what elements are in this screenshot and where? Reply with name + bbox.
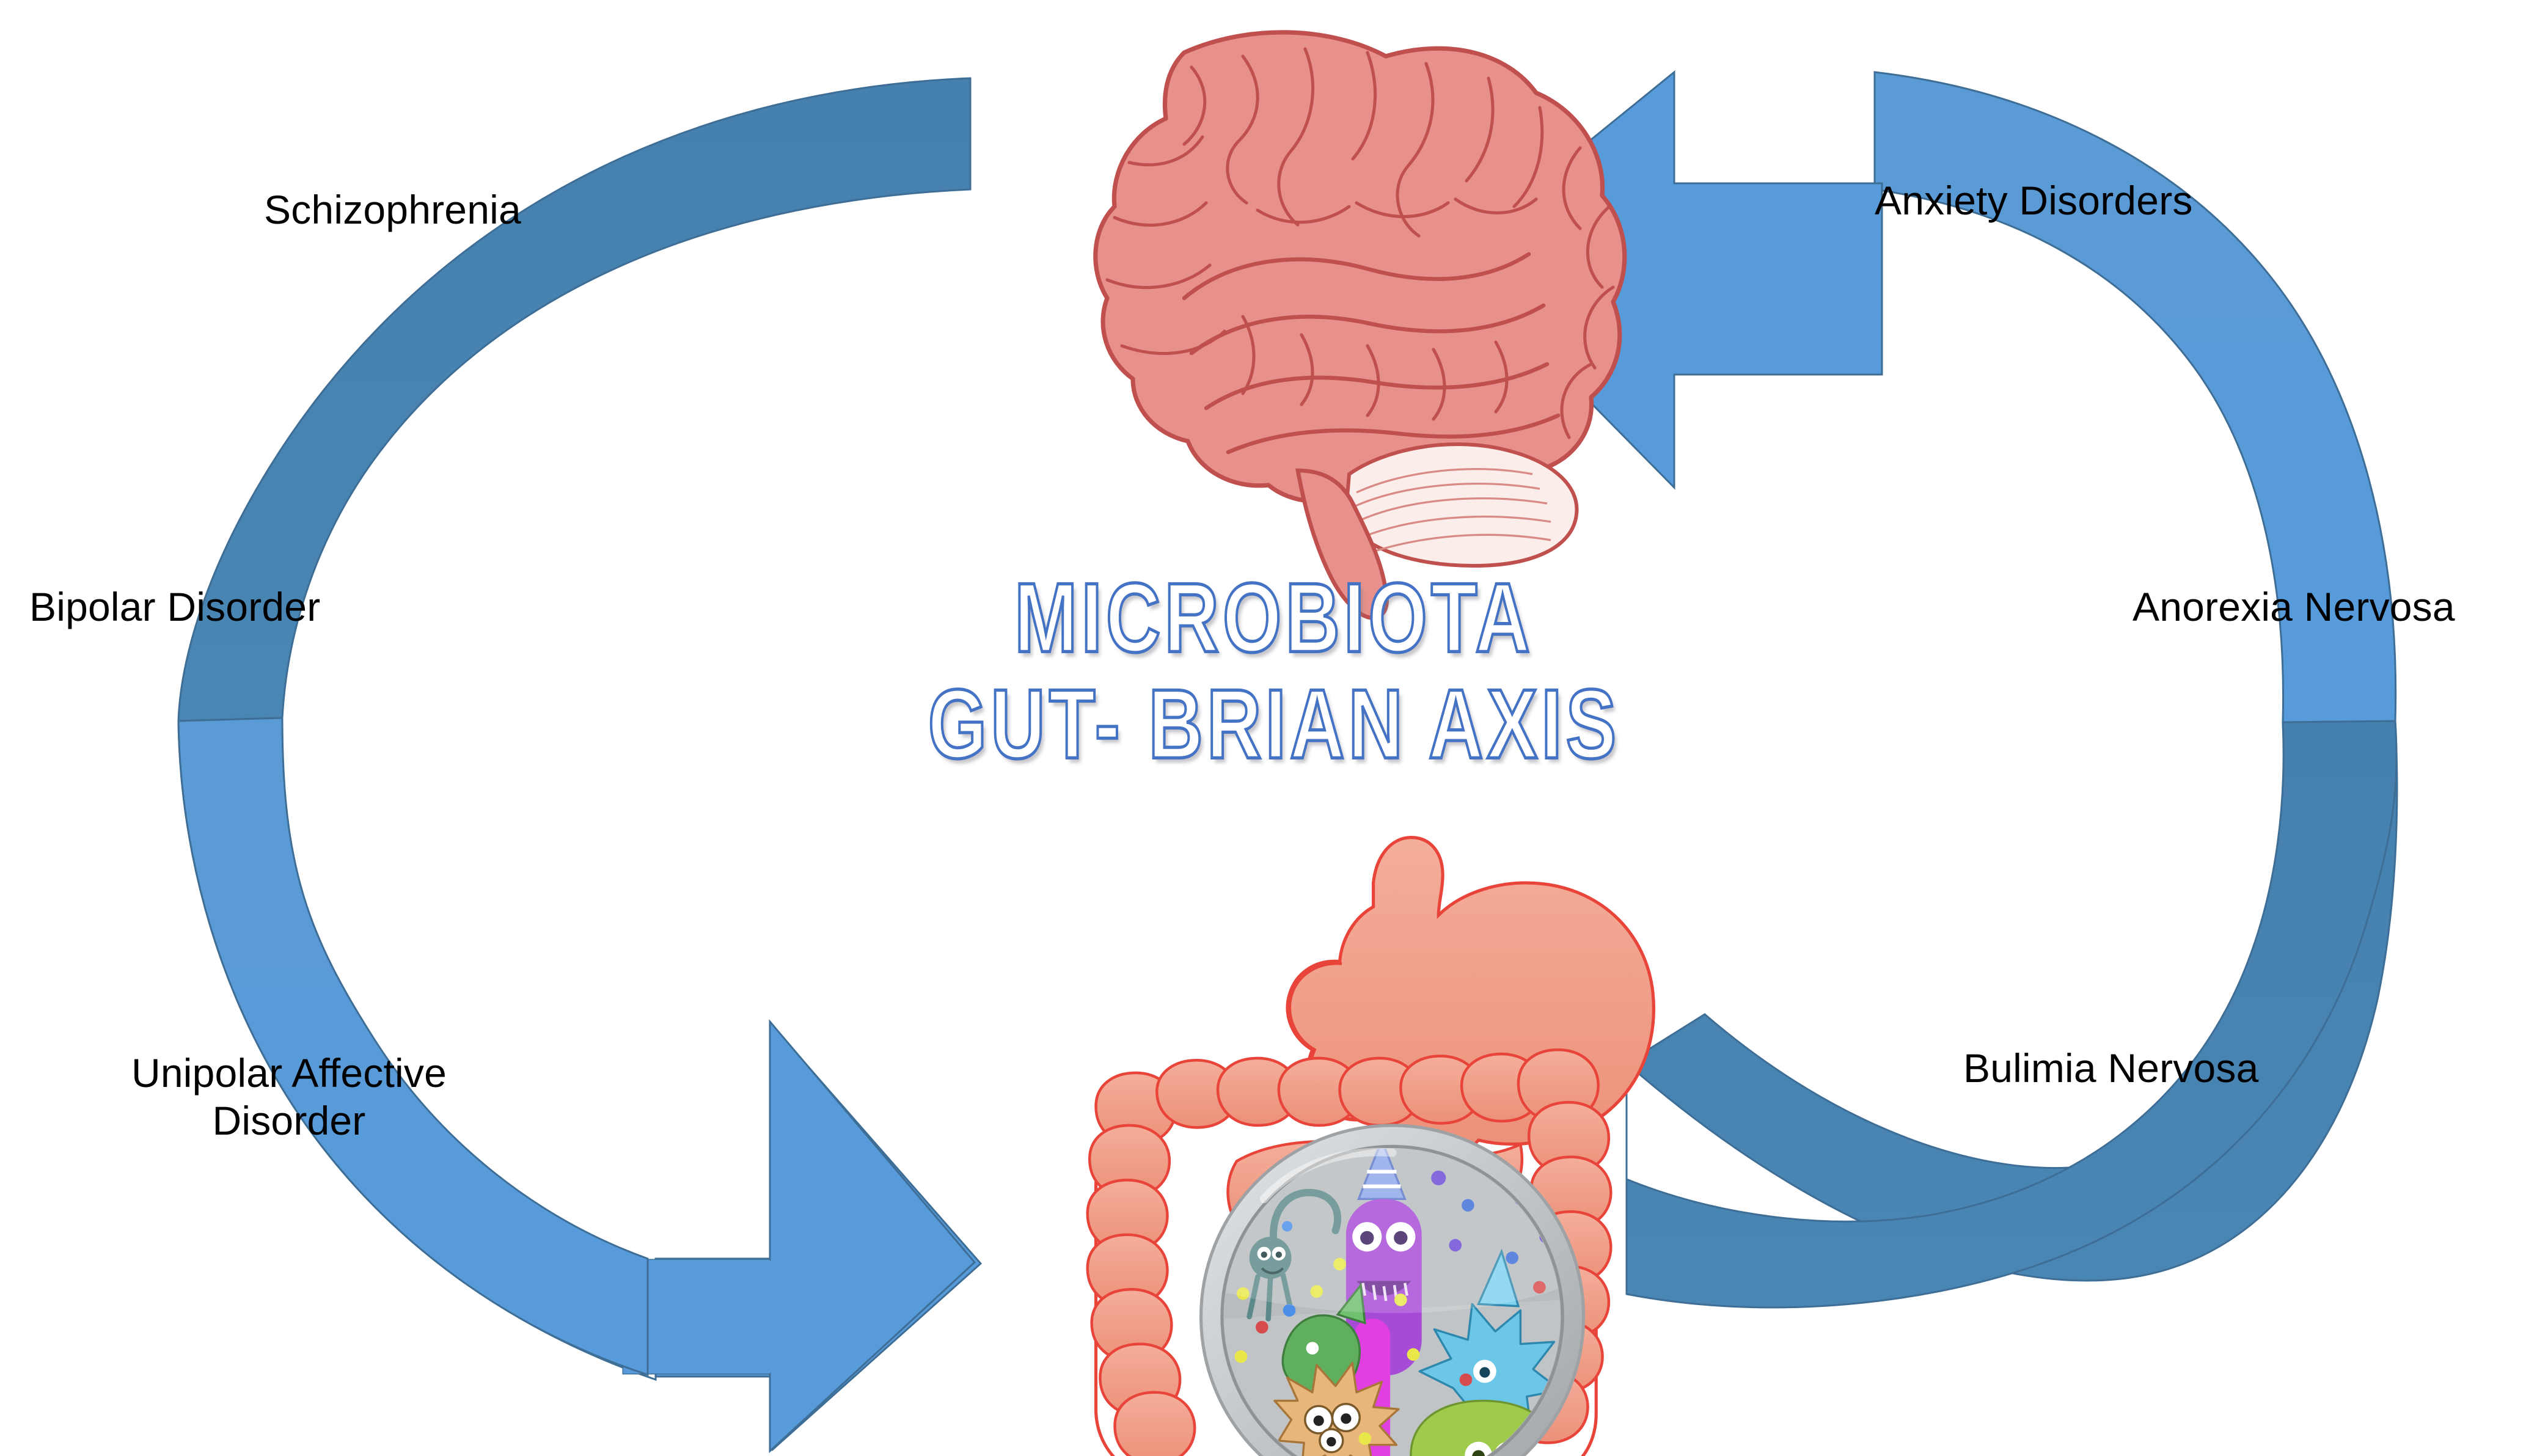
right-arrow-lower-segment xyxy=(1625,720,2398,1309)
label-anorexia-nervosa: Anorexia Nervosa xyxy=(2132,584,2455,629)
microbe-orange-spiky xyxy=(1273,1361,1400,1456)
microbe-green-cone xyxy=(1281,1282,1366,1396)
left-arrow-head xyxy=(622,1019,976,1454)
left-arrow-band xyxy=(178,718,648,1375)
label-bipolar-disorder: Bipolar Disorder xyxy=(29,584,321,629)
label-anxiety-disorders: Anxiety Disorders xyxy=(1875,178,2193,223)
microbe-blue-star xyxy=(1418,1248,1561,1442)
right-arrow-upper-segment xyxy=(1873,71,2397,723)
label-unipolar-affective-disorder: Unipolar Affective Disorder xyxy=(131,1050,447,1143)
microbiota-scene xyxy=(1224,1148,1561,1456)
left-arrow-band-outline xyxy=(177,717,649,1377)
label-bulimia-nervosa: Bulimia Nervosa xyxy=(1963,1045,2259,1091)
label-schizophrenia: Schizophrenia xyxy=(264,187,521,232)
microbe-teal-worm xyxy=(1247,1188,1342,1322)
magnifying-glass-lens xyxy=(1199,1124,1586,1456)
